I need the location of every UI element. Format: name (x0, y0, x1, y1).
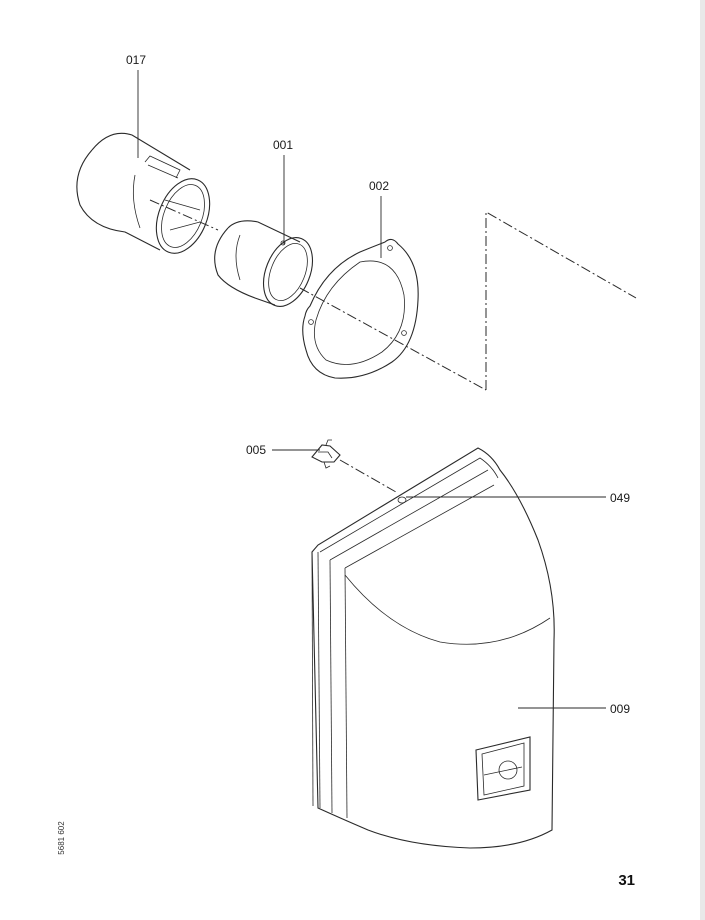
callout-005: 005 (246, 443, 266, 457)
part-005-clip (311, 439, 397, 493)
part-001-adapter (214, 220, 314, 307)
callout-002: 002 (369, 179, 389, 193)
part-002-gasket (302, 238, 419, 379)
assembly-centerline (149, 199, 637, 391)
page-number: 31 (618, 872, 635, 889)
callout-001: 001 (273, 138, 293, 152)
leader-lines (137, 70, 606, 709)
callout-017: 017 (126, 53, 146, 67)
part-017-sleeve (76, 132, 211, 254)
document-code: 5681 602 (57, 821, 66, 855)
part-009-hood (311, 447, 555, 849)
callout-049: 049 (610, 491, 630, 505)
page-edge-shadow (700, 0, 705, 920)
callout-009: 009 (610, 702, 630, 716)
